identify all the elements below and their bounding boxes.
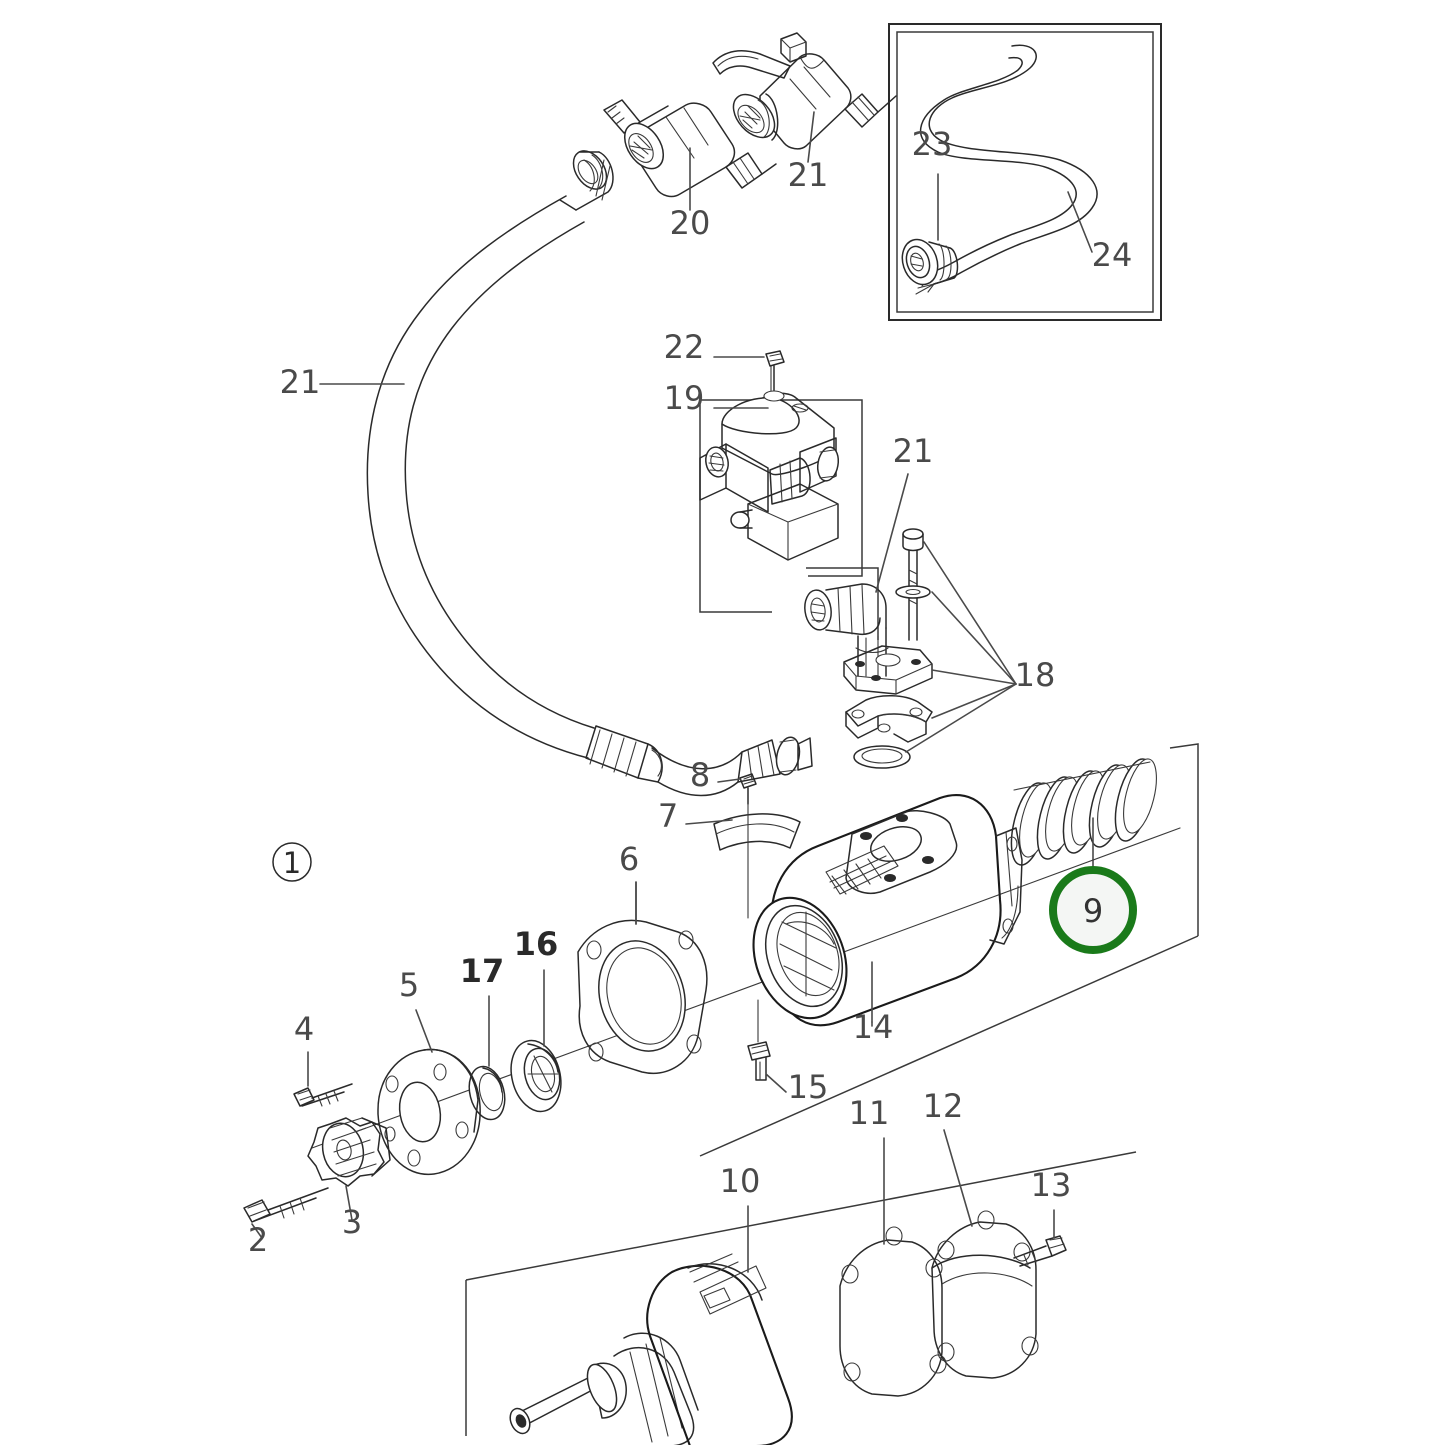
- callout-3: 3: [342, 1203, 362, 1241]
- flange-gasket-6: [577, 881, 708, 1074]
- through-bolt-short-4: [293, 1051, 353, 1107]
- cable-connector-23: [901, 238, 959, 286]
- leader-15: [765, 1073, 787, 1093]
- leader-21-valve: [807, 111, 815, 163]
- leader-18-clamp: [931, 683, 1017, 719]
- leader-18-bolt: [923, 541, 1017, 685]
- set-screw-8: [717, 773, 757, 919]
- callout-4: 4: [294, 1010, 314, 1048]
- callout-24: 24: [1092, 236, 1133, 274]
- callout-14: 14: [853, 1008, 894, 1046]
- leader-3: [345, 1185, 353, 1221]
- callout-6: 6: [619, 840, 639, 878]
- end-cover-gasket-11: [839, 1137, 947, 1397]
- callout-21-elbow: 21: [893, 432, 934, 470]
- mount-gasket-18: [853, 745, 911, 769]
- mount-clamp-18: [845, 695, 933, 743]
- electrical-cable-24: [913, 44, 1098, 295]
- callout-7: 7: [658, 797, 678, 835]
- callout-17: 17: [460, 952, 505, 990]
- detail-inset-box: [888, 23, 1162, 321]
- hose-upper-fittings: [559, 32, 897, 211]
- hose-elbow-fitting: [737, 736, 813, 783]
- solenoid-valve-19: [699, 350, 863, 613]
- callout-15: 15: [788, 1068, 829, 1106]
- callout-2: 2: [248, 1221, 268, 1259]
- callout-10: 10: [720, 1162, 761, 1200]
- hose-ferrule-upper: [559, 150, 614, 211]
- leader-8: [717, 778, 741, 783]
- oil-seal-17: [468, 995, 506, 1121]
- group-box-lower-top: [465, 1151, 1137, 1281]
- hose-ferrule-lower: [585, 725, 663, 783]
- callout-22: 22: [664, 328, 705, 366]
- callout-1: 1: [283, 846, 301, 880]
- elbow-fitting-21: [804, 583, 889, 677]
- armature-10: [509, 1205, 793, 1445]
- callout-11: 11: [849, 1094, 890, 1132]
- bearing-16: [510, 969, 562, 1113]
- pump-gear-3: [307, 1117, 391, 1221]
- callout-18: 18: [1015, 656, 1056, 694]
- coil-spring-9: [1010, 758, 1157, 871]
- group-box-spring: [1169, 743, 1199, 936]
- end-cover-12: [931, 1129, 1039, 1379]
- leader-5: [415, 1009, 433, 1053]
- leader-18-flange: [931, 669, 1017, 685]
- group-box-spring-lower: [699, 935, 1199, 1157]
- highlight-ring-9: 9: [1049, 866, 1137, 954]
- callout-21-hose: 21: [280, 363, 321, 401]
- callout-9-highlighted: 9: [1083, 892, 1103, 930]
- assembly-axis: [311, 827, 1181, 1149]
- callout-16: 16: [514, 925, 559, 963]
- callout-layer: 1 2 3 4 5 6 7 8 10 11 12 13 14 15 16 17 …: [248, 111, 1133, 1259]
- highlight-circle: [1049, 866, 1137, 954]
- motor-housing-14: [752, 793, 1023, 1027]
- callout-8: 8: [690, 756, 710, 794]
- cover-bolt-13: [1013, 1209, 1067, 1267]
- leader-21-elbow: [875, 473, 909, 593]
- mount-bolt-18: [902, 528, 924, 641]
- leader-18-washer: [931, 591, 1017, 685]
- leader-24: [1067, 191, 1093, 253]
- callout-13: 13: [1031, 1166, 1072, 1204]
- valve-screw-22: [765, 350, 785, 397]
- hydraulic-hose-21: [319, 195, 813, 797]
- leader-18-gasket: [905, 683, 1017, 753]
- ball-valve-21: [712, 32, 897, 150]
- quick-coupler-tee-20: [603, 99, 777, 198]
- callout-23: 23: [912, 125, 953, 163]
- housing-screw-15: [747, 999, 787, 1093]
- callout-19: 19: [664, 379, 705, 417]
- brush-plate-shim-7: [685, 813, 801, 851]
- leader-2: [251, 1223, 263, 1239]
- pump-end-cap-5: [377, 1009, 481, 1176]
- fitting-mount-kit-18: [804, 473, 1017, 769]
- mount-washer-18: [895, 585, 931, 599]
- leader-12: [943, 1129, 973, 1227]
- through-bolt-long-2: [243, 1187, 329, 1239]
- callout-12: 12: [923, 1087, 964, 1125]
- mount-flange-18: [843, 645, 933, 695]
- callout-5: 5: [399, 966, 419, 1004]
- leader-7: [685, 819, 733, 825]
- assembly-callout-circle: [272, 842, 312, 882]
